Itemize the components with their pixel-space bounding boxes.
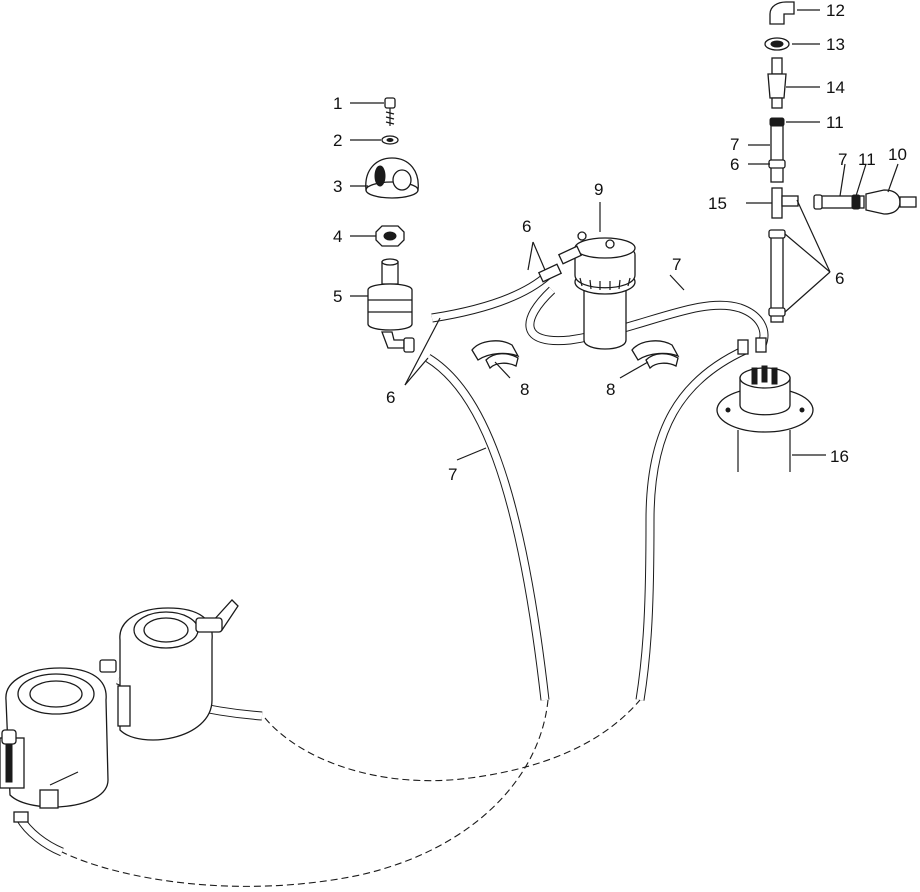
callout-1: 1	[333, 94, 342, 113]
callout-14: 14	[826, 78, 845, 97]
callout-2: 2	[333, 131, 342, 150]
callout-4: 4	[333, 227, 342, 246]
callout-12: 12	[826, 1, 845, 20]
hose-clamps	[471, 340, 680, 370]
callout-8-right: 8	[606, 380, 615, 399]
callout-15: 15	[708, 194, 727, 213]
callout-11-top: 11	[826, 113, 844, 132]
callout-16: 16	[830, 447, 849, 466]
fuel-filter-canister	[537, 231, 636, 350]
callout-6-right: 6	[835, 269, 844, 288]
callout-7-left: 7	[448, 465, 457, 484]
callout-6-top-right: 6	[730, 155, 739, 174]
fuel-tank-sender	[716, 337, 814, 472]
callout-7-center: 7	[672, 255, 681, 274]
callout-10: 10	[888, 145, 907, 164]
vent-cap-assembly	[365, 97, 419, 353]
callout-9: 9	[594, 180, 603, 199]
callout-7-top-right: 7	[730, 135, 739, 154]
callout-6-center: 6	[522, 217, 531, 236]
leader-lines	[350, 9, 899, 461]
vent-line-fittings	[764, 1, 917, 317]
callout-11-right: 11	[858, 150, 876, 169]
callout-3: 3	[333, 177, 342, 196]
callout-5: 5	[333, 287, 342, 306]
callout-labels: 1 2 3 4 5 6 7 8 6 9 7 8 12 13 14 11 7 6 …	[333, 1, 907, 484]
callout-13: 13	[826, 35, 845, 54]
callout-8-left: 8	[520, 380, 529, 399]
callout-6-left: 6	[386, 388, 395, 407]
fuel-hoses	[16, 121, 865, 857]
routing-dashed-lines	[61, 699, 641, 887]
callout-7-right: 7	[838, 150, 847, 169]
carburetor-assembly	[0, 599, 239, 823]
